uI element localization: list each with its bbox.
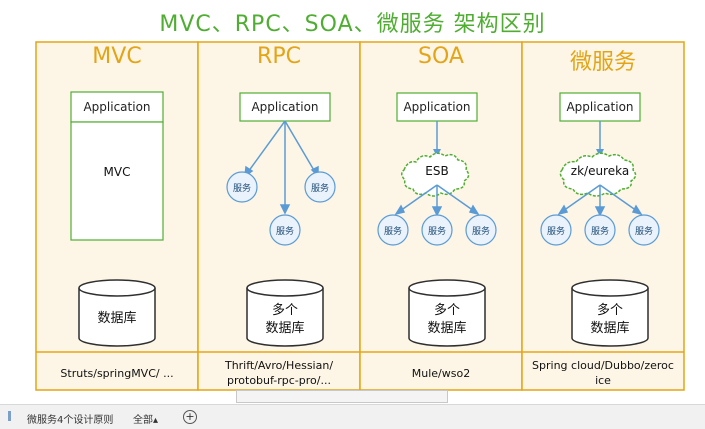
rpc-database-label-line1: 多个: [271, 303, 298, 318]
mvc-frameworks: Struts/springMVC/ ...: [60, 367, 174, 380]
rpc-service-node-3: [304, 171, 336, 203]
registry-cloud: [559, 152, 637, 197]
soa-frameworks: Mule/wso2: [411, 367, 471, 380]
micro-app-label: Application: [566, 100, 634, 114]
micro-database-label-line1: 多个: [596, 303, 623, 318]
soa-service-label-3: 服务: [471, 227, 490, 237]
rpc-service-node-2: [269, 214, 301, 246]
soa-service-node-1: [377, 214, 409, 246]
mvc-app-label: Application: [83, 100, 151, 114]
rpc-service-node-1: [226, 171, 258, 203]
micro-database-label-line2: 数据库: [590, 321, 630, 336]
mvc-layer-box: [70, 121, 164, 241]
micro-service-label-1: 服务: [546, 227, 565, 237]
column-heading-microservice: 微服务: [569, 50, 636, 75]
soa-service-node-2: [421, 214, 453, 246]
soa-service-label-1: 服务: [383, 227, 402, 237]
micro-frameworks-line2: ice: [595, 374, 611, 387]
esb-label: ESB: [425, 164, 449, 178]
rpc-service-label-3: 服务: [310, 184, 329, 194]
micro-app-box: [559, 92, 641, 122]
diagram-title: MVC、RPC、SOA、微服务 架构区别: [159, 12, 546, 37]
micro-service-node-2: [584, 214, 616, 246]
soa-arrows: [394, 184, 480, 217]
all-sheets-dropdown[interactable]: 全部▴: [133, 415, 159, 426]
plus-circle-icon[interactable]: +: [183, 410, 197, 424]
mvc-database-label: 数据库: [97, 311, 137, 326]
rpc-app-label: Application: [251, 100, 319, 114]
micro-service-label-3: 服务: [634, 227, 653, 237]
soa-service-label-2: 服务: [427, 227, 446, 237]
sheet-tab-design-principles[interactable]: 微服务4个设计原则: [27, 415, 114, 426]
micro-frameworks-line1: Spring cloud/Dubbo/zeroc: [532, 359, 674, 372]
esb-cloud: [401, 152, 470, 197]
soa-app-box: [396, 92, 478, 122]
database-cylinder-mvc: [78, 279, 156, 347]
rpc-service-label-2: 服务: [275, 227, 294, 237]
rpc-frameworks-line2: protobuf-rpc-pro/...: [227, 374, 331, 387]
rpc-service-label-1: 服务: [232, 184, 251, 194]
rpc-database-label-line2: 数据库: [265, 321, 305, 336]
column-heading-rpc: RPC: [257, 44, 301, 69]
soa-app-label: Application: [403, 100, 471, 114]
rpc-frameworks-line1: Thrift/Avro/Hessian/: [224, 359, 334, 372]
column-heading-mvc: MVC: [92, 44, 142, 69]
sheet-nav-marker: [8, 411, 11, 421]
rpc-app-box: [239, 92, 331, 122]
micro-service-node-1: [540, 214, 572, 246]
micro-service-label-2: 服务: [590, 227, 609, 237]
horizontal-scrollbar[interactable]: [236, 390, 448, 403]
soa-service-node-3: [465, 214, 497, 246]
sheet-tab-bar: 微服务4个设计原则 全部▴ +: [0, 404, 705, 429]
database-cylinder-soa: [408, 279, 486, 347]
micro-service-node-3: [628, 214, 660, 246]
registry-label: zk/eureka: [570, 164, 630, 178]
database-cylinder-microservice: [571, 279, 649, 347]
rpc-arrows: [244, 120, 319, 215]
column-heading-soa: SOA: [418, 44, 464, 69]
soa-database-label-line1: 多个: [433, 303, 460, 318]
database-cylinder-rpc: [246, 279, 324, 347]
soa-database-label-line2: 数据库: [427, 321, 467, 336]
mvc-layer-label: MVC: [103, 165, 131, 179]
mvc-app-box: [70, 91, 164, 123]
micro-arrows: [557, 184, 643, 217]
